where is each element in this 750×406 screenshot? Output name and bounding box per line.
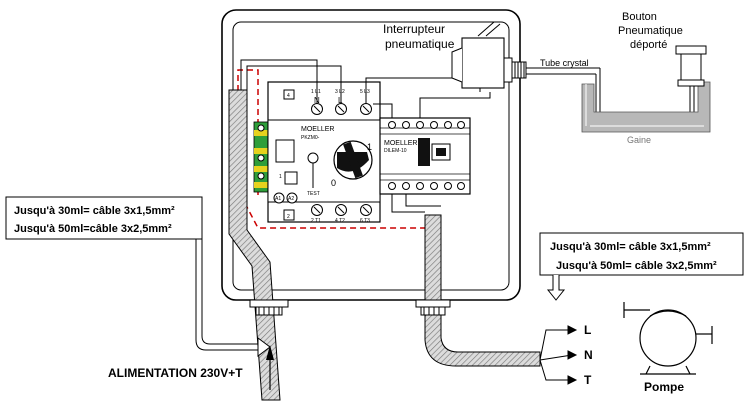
- breaker-terminal-top-1: 1 L1: [311, 89, 321, 95]
- side-mark-a1: A1: [275, 196, 281, 202]
- remote-pneumatic-button: [675, 45, 707, 87]
- label-tube-crystal: Tube crystal: [540, 58, 589, 68]
- label-bouton-1: Bouton: [622, 11, 657, 23]
- breaker-terminal-bottom-2: 4 T2: [335, 218, 345, 224]
- power-feed-conduit: [228, 89, 281, 401]
- cable-left-line-1: Jusqu'à 30ml= câble 3x1,5mm²: [14, 205, 175, 217]
- label-bouton-3: déporté: [630, 39, 667, 51]
- sheath-gaine: [581, 81, 711, 133]
- label-phase-l: L: [584, 323, 591, 337]
- breaker-brand: MOELLER: [301, 126, 334, 133]
- label-interrupteur-1: Interrupteur: [383, 22, 445, 36]
- breaker-terminal-top-3: 5 L3: [360, 89, 370, 95]
- breaker-terminal-bottom-3: 6 T3: [360, 218, 370, 224]
- pump-symbol: [623, 302, 713, 375]
- cable-right-line-1: Jusqu'à 30ml= câble 3x1,5mm²: [550, 241, 711, 253]
- side-mark-a2: A2: [288, 196, 294, 202]
- knob-position-on: 1: [367, 142, 372, 152]
- motor-cable-conduit: [424, 214, 541, 367]
- breaker-terminal-bottom-1: 2 T1: [311, 218, 321, 224]
- ground-terminal-block: [253, 121, 269, 193]
- phase-outputs: [539, 325, 578, 385]
- motor-protection-breaker: 1 L1 3 L2 5 L3 N L 4 MOELLER PKZM0- 1 TE…: [267, 81, 381, 224]
- cable-left-line-2: Jusqu'à 50ml=câble 3x2,5mm²: [14, 223, 172, 235]
- breaker-left-mark-1: 4: [287, 93, 290, 99]
- pneumatic-switch: [451, 21, 527, 89]
- label-bouton-2: Pneumatique: [618, 25, 683, 37]
- coil-terminals-side: A1 A2: [273, 192, 298, 204]
- breaker-left-mark-3: 2: [287, 214, 290, 220]
- cable-spec-left: Jusqu'à 30ml= câble 3x1,5mm² Jusqu'à 50m…: [5, 196, 271, 357]
- label-pompe: Pompe: [644, 380, 684, 394]
- breaker-model: PKZM0-: [301, 135, 320, 141]
- contactor-model: DILEM-10: [384, 148, 407, 154]
- label-alimentation: ALIMENTATION 230V+T: [108, 366, 243, 380]
- label-gaine: Gaine: [627, 135, 651, 145]
- cable-gland-left: [249, 299, 289, 316]
- power-input-arrow: [266, 345, 274, 390]
- label-phase-n: N: [584, 348, 593, 362]
- contactor: MOELLER DILEM-10: [379, 117, 471, 195]
- label-phase-t: T: [584, 373, 592, 387]
- cable-spec-right: Jusqu'à 30ml= câble 3x1,5mm² Jusqu'à 50m…: [539, 232, 744, 301]
- cable-gland-right: [415, 299, 451, 316]
- cable-right-line-2: Jusqu'à 50ml= câble 3x2,5mm²: [556, 260, 717, 272]
- breaker-test-label: TEST: [307, 191, 320, 197]
- label-interrupteur-2: pneumatique: [385, 37, 455, 51]
- contactor-brand: MOELLER: [384, 140, 417, 147]
- knob-position-off: 0: [331, 178, 336, 188]
- breaker-left-mark-2: 1: [279, 174, 282, 180]
- breaker-terminal-top-2: 3 L2: [335, 89, 345, 95]
